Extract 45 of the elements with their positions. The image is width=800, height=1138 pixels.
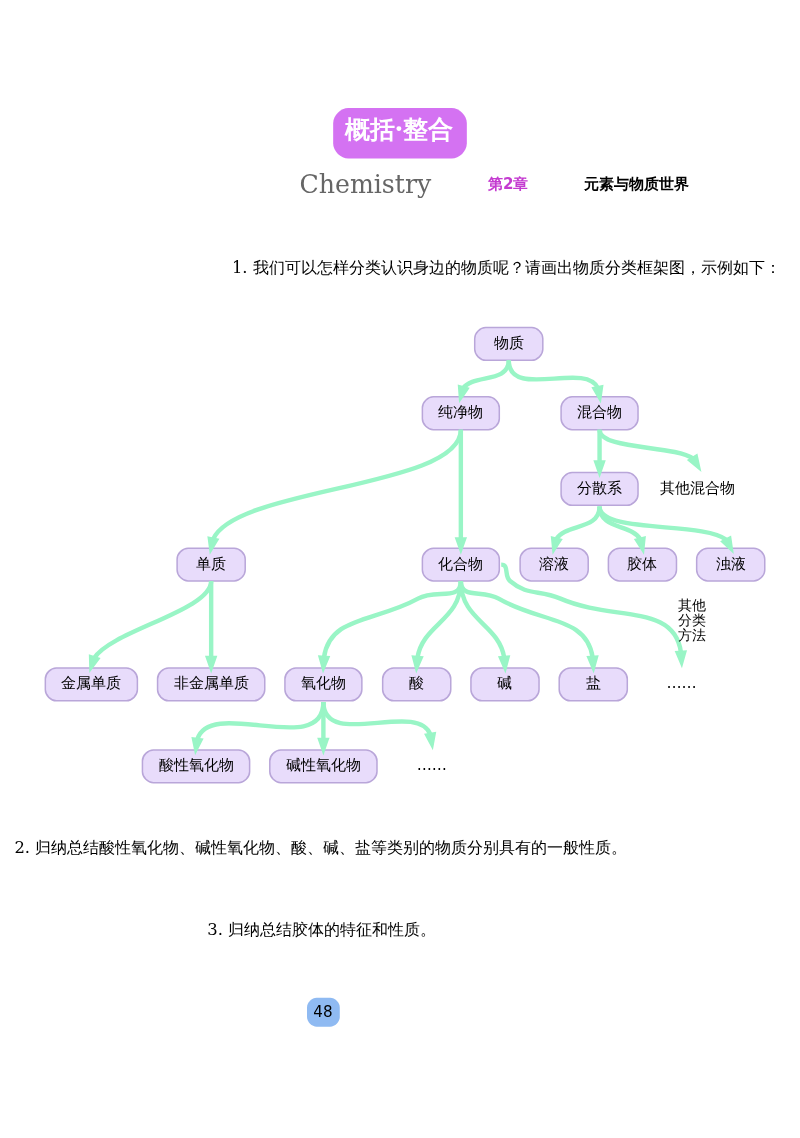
node-box: 化合物 (421, 547, 501, 582)
node-box: 金属单质 (44, 667, 139, 702)
arrow (500, 562, 688, 669)
node-box: 分散系 (560, 471, 639, 507)
node-box: 碱性氧化物 (269, 749, 378, 784)
arrow (597, 428, 702, 472)
arrow (321, 701, 437, 751)
node-text: …… (416, 756, 447, 775)
arrow (457, 360, 511, 404)
arrow (204, 581, 218, 674)
node-box: 碱 (470, 667, 540, 702)
label: 48 (313, 1002, 333, 1021)
node-box: 混合物 (560, 396, 639, 431)
label: 2. 归纳总结酸性氧化物、碱性氧化物、酸、碱、盐等类别的物质分别具有的一般性质。 (14, 837, 628, 857)
node-text: 其他混合物 (660, 478, 736, 497)
node-box: 酸 (381, 667, 452, 702)
node-box: 溶液 (519, 547, 589, 582)
arrow (597, 505, 734, 555)
node-box: 酸性氧化物 (141, 749, 251, 784)
node-box: 浊液 (695, 547, 766, 582)
node-box: 纯净物 (421, 396, 501, 431)
node-box: 氧化物 (284, 667, 363, 702)
arrow (317, 580, 464, 674)
arrow (454, 429, 468, 555)
arrow (597, 506, 646, 555)
arrow (506, 359, 604, 404)
node-box: 盐 (558, 667, 629, 702)
diagram-title: 概括·整合 (344, 114, 454, 145)
node-box: 非金属单质 (156, 667, 266, 702)
arrow (207, 428, 463, 555)
node-box: 单质 (176, 547, 246, 582)
arrow (88, 580, 214, 674)
label: 第2章 (487, 174, 529, 193)
node-box: 物质 (473, 326, 544, 362)
label: 元素与物质世界 (583, 174, 689, 193)
arrow (411, 580, 464, 674)
label: 3. 归纳总结胶体的特征和性质。 (207, 919, 437, 939)
label: 1. 我们可以怎样分类认识身边的物质呢？请画出物质分类框架图，示例如下： (231, 257, 781, 277)
label: Chemistry (299, 169, 432, 199)
node-box: 胶体 (607, 547, 678, 582)
arrow (458, 580, 599, 674)
arrow (550, 506, 602, 555)
node-text: …… (666, 674, 697, 693)
edge-label: 其他分类方法 (678, 596, 707, 643)
arrow (593, 429, 606, 478)
